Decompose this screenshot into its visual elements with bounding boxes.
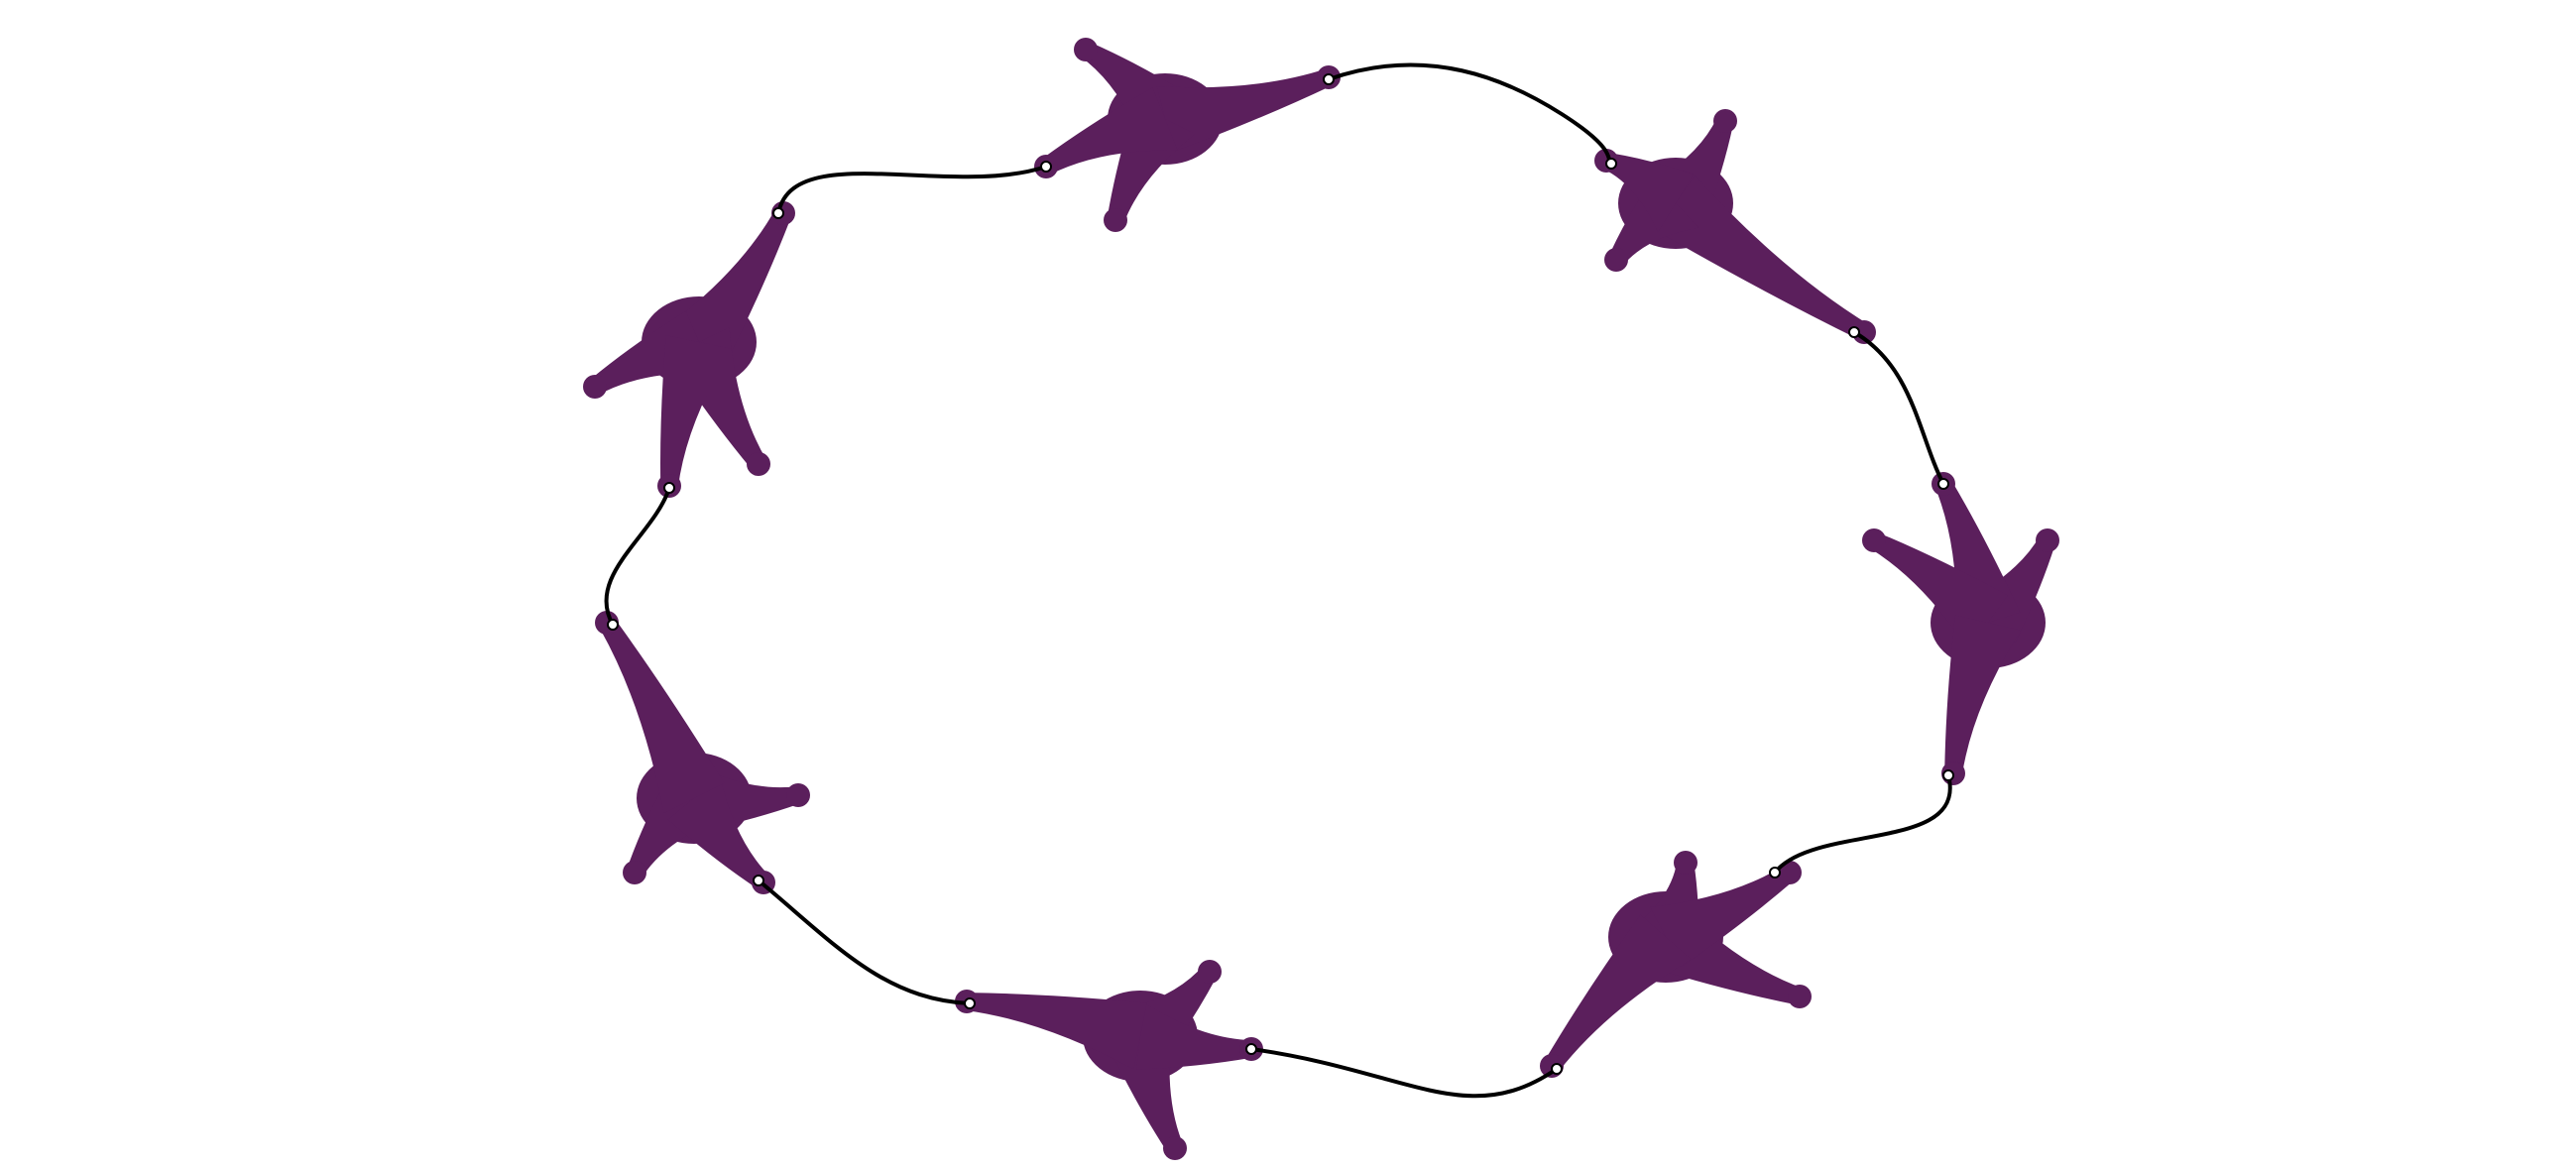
connection-ports [607,73,1954,1075]
link-port [1848,326,1860,338]
connection-link [1773,773,1952,875]
link-port [964,997,976,1009]
cell-arm [660,335,733,488]
link-port [1937,478,1949,490]
connection-links [604,62,1952,1099]
cell-arm [1601,153,1694,232]
cell-arm-tip [1852,320,1876,344]
cell-arm-tip [1074,38,1098,61]
cell-arm-tip [1862,528,1886,552]
link-port [1551,1063,1563,1075]
cell-arm [591,310,713,396]
cell-arm [598,618,725,814]
link-port [753,875,764,886]
cell-arm-tip [1163,1136,1187,1160]
cell-arm [667,776,770,888]
cell-nodes [583,38,2059,1160]
connection-link [1327,62,1613,166]
connection-link [776,165,1048,215]
link-port [1245,1043,1257,1055]
cell-arm-tip [1713,109,1737,133]
connection-link [604,486,671,627]
cell-arm-tip [1788,985,1812,1008]
cell-arm [965,993,1147,1070]
cell-arm-tip [2036,528,2059,552]
connection-link [757,878,972,1005]
cell-arm-tip [1778,861,1802,884]
link-port [1605,158,1617,170]
link-port [1040,161,1052,173]
cell-arm [1656,175,1870,340]
cell-arm [1650,865,1795,968]
cell-arm-tip [623,861,646,884]
cell-arm-tip [1104,208,1127,232]
cell-arm [1042,87,1178,176]
connection-link [1852,330,1945,486]
cell-arm [1156,68,1332,152]
cell-arm [670,208,791,361]
cell-arm-tip [747,452,770,476]
cell-arm-tip [1198,960,1222,984]
cell-arm [1545,914,1692,1072]
cell-arm [1136,1002,1253,1070]
cell-arm-tip [583,375,607,399]
cell-arm [1944,615,2022,776]
link-port [772,207,784,219]
cell-arm-tip [1674,851,1698,875]
cell-arm-tip [1604,248,1628,272]
link-port [663,482,675,494]
connection-link [1249,1047,1559,1099]
link-port [1323,73,1335,85]
cell-arm-tip [786,783,810,807]
link-port [607,619,619,631]
link-port [1942,769,1954,781]
link-port [1769,867,1781,878]
